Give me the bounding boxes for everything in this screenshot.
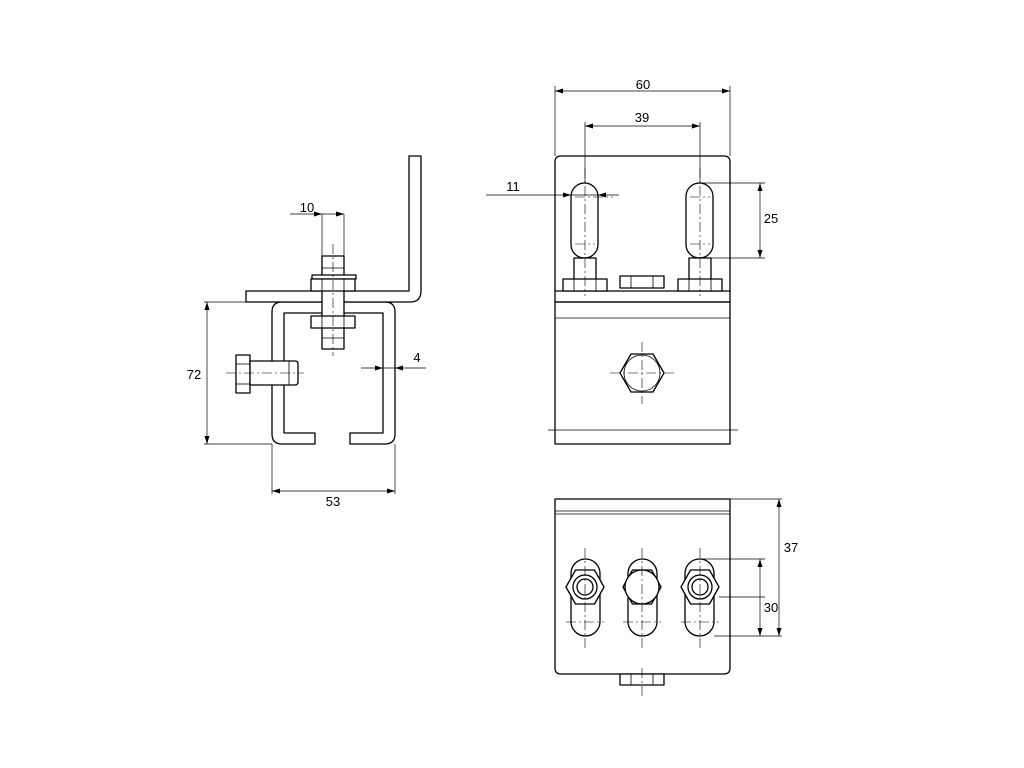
side-view: 10 72 4 53 [187,155,426,509]
dim-bottom-slot-length: 30 [764,600,778,615]
side-set-bolt-shank [249,360,299,386]
bottom-view: 37 30 [554,498,798,698]
dim-side-bolt-width: 10 [300,200,314,215]
front-slot-left [570,182,599,259]
dim-bottom-depth: 37 [784,540,798,555]
side-set-bolt-head [235,354,251,394]
front-view: 60 39 11 25 [486,77,778,445]
front-flange [554,290,731,303]
side-angle-bracket [245,155,422,303]
dim-side-wall: 4 [413,350,420,365]
front-upper-plate [554,155,731,291]
dim-front-slot-length: 25 [764,211,778,226]
front-channel-body [554,301,731,445]
dim-side-height: 72 [187,367,201,382]
dim-side-width: 53 [326,494,340,509]
front-nut-center [619,275,665,289]
dim-front-width: 60 [636,77,650,92]
dim-front-slot-spacing: 39 [635,110,649,125]
bottom-plate [554,498,731,675]
dim-front-slot-offset: 11 [506,179,520,194]
front-slot-right [685,182,714,259]
